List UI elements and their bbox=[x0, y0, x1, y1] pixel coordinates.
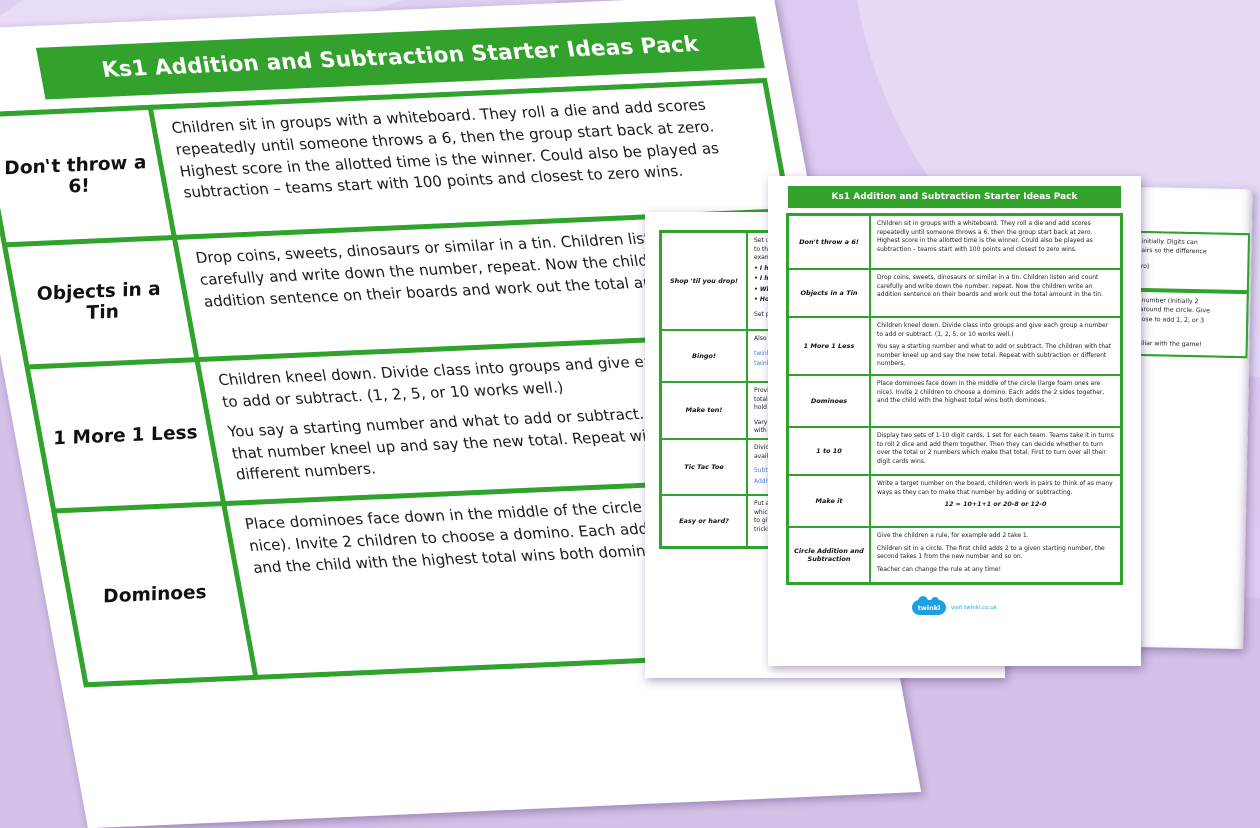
footer-logo-row: twinkl visit twinkl.co.uk bbox=[768, 596, 1141, 615]
activity-label: Dominoes bbox=[56, 506, 253, 683]
activity-description: Children sit in groups with a whiteboard… bbox=[871, 216, 1120, 268]
activity-label: 1 to 10 bbox=[789, 428, 869, 474]
activity-label: Don't throw a 6! bbox=[0, 109, 172, 243]
twinkl-caption-link[interactable]: visit twinkl.co.uk bbox=[951, 604, 997, 611]
activity-label: Bingo! bbox=[662, 331, 746, 381]
activity-label: Shop 'til you drop! bbox=[662, 233, 746, 329]
activity-description: Children kneel down. Divide class into g… bbox=[871, 318, 1120, 374]
activity-label: Objects in a Tin bbox=[7, 240, 195, 365]
activity-label: Tic Tac Toe bbox=[662, 440, 746, 494]
activity-description: Write a target number on the board, chil… bbox=[871, 476, 1120, 526]
activity-label: 1 More 1 Less bbox=[30, 362, 221, 509]
activity-label: Easy or hard? bbox=[662, 496, 746, 546]
activity-label: Make it bbox=[789, 476, 869, 526]
activity-label: Objects in a Tin bbox=[789, 270, 869, 316]
resource-link[interactable]: twinkl bbox=[754, 360, 772, 368]
activity-label: Don't throw a 6! bbox=[789, 216, 869, 268]
resource-link[interactable]: Additio bbox=[754, 477, 775, 485]
activity-description: Drop coins, sweets, dinosaurs or similar… bbox=[871, 270, 1120, 316]
activity-label: Dominoes bbox=[789, 376, 869, 426]
activity-description: Place dominoes face down in the middle o… bbox=[871, 376, 1120, 426]
activity-description: Give the children a rule, for example ad… bbox=[871, 528, 1120, 582]
resource-link[interactable]: Subtrac bbox=[754, 467, 778, 475]
resource-link[interactable]: twinkl bbox=[754, 349, 772, 357]
activity-label: Make ten! bbox=[662, 383, 746, 438]
activity-label: Circle Addition and Subtraction bbox=[789, 528, 869, 582]
example-formula: 12 = 10+1+1 or 20-8 or 12-0 bbox=[944, 501, 1047, 509]
activity-description: Display two sets of 1-10 digit cards, 1 … bbox=[871, 428, 1120, 474]
activity-label: 1 More 1 Less bbox=[789, 318, 869, 374]
starter-ideas-table-small: Don't throw a 6! Children sit in groups … bbox=[786, 213, 1123, 585]
page-one-thumbnail: Ks1 Addition and Subtraction Starter Ide… bbox=[768, 176, 1141, 666]
page-title-banner-small: Ks1 Addition and Subtraction Starter Ide… bbox=[788, 186, 1121, 208]
twinkl-logo-icon: twinkl bbox=[912, 596, 947, 615]
